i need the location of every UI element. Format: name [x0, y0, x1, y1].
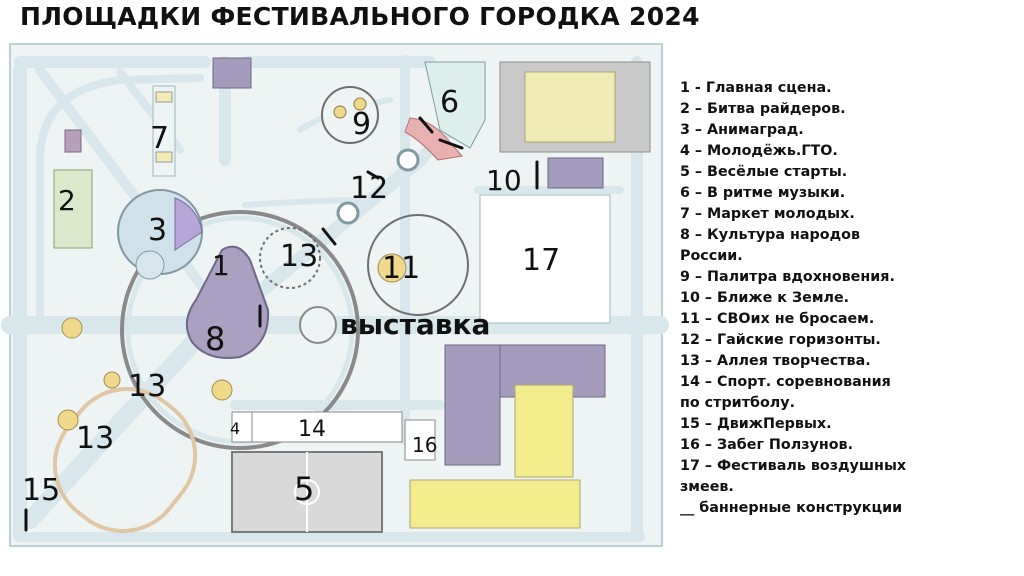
legend-item: 15 – ДвижПервых.: [680, 416, 832, 432]
roundabout-1: [336, 201, 360, 225]
legend-item: змеев.: [680, 479, 734, 495]
legend-item: 9 – Палитра вдохновения.: [680, 269, 895, 285]
zone-16-booth: [404, 419, 436, 461]
central-ring: [120, 210, 360, 450]
label-13-middle: 13: [128, 369, 166, 404]
zone-4-gto: [231, 411, 253, 443]
label-14: 14: [298, 417, 326, 442]
zone-2-field: [53, 169, 93, 249]
zone-6-music: [404, 61, 486, 161]
label-10: 10: [486, 164, 522, 197]
building-top-right: [524, 71, 616, 143]
legend-item: 2 – Битва райдеров.: [680, 101, 846, 117]
legend-item: 14 – Спорт. соревнования: [680, 374, 891, 390]
label-8: 8: [205, 320, 225, 358]
zone-11-ring: [367, 214, 469, 316]
roundabout-2: [396, 148, 420, 172]
label-13-center: 13: [280, 239, 318, 274]
legend-item: России.: [680, 248, 743, 264]
map-labels: 1 2 3 4 5 6 7 8 9 10 11 12 13 13 13 14 1…: [22, 85, 560, 508]
zone-17-field: [479, 194, 611, 324]
label-1: 1: [212, 249, 230, 282]
legend-item: 17 – Фестиваль воздушных: [680, 458, 907, 474]
legend-item: 16 – Забег Ползунов.: [680, 437, 853, 453]
zone-14-courts: [231, 411, 403, 443]
label-16: 16: [412, 433, 437, 457]
legend-item: 3 – Анимаград.: [680, 122, 804, 138]
building-top: [212, 57, 252, 89]
label-5: 5: [294, 470, 314, 508]
label-11: 11: [382, 251, 420, 286]
building-yellow-bottom: [409, 479, 581, 529]
label-7: 7: [150, 121, 169, 156]
zone-7-market: [152, 85, 176, 177]
zone-10-building: [547, 157, 604, 189]
legend-item: 5 – Весёлые старты.: [680, 164, 848, 180]
legend-item: 10 – Ближе к Земле.: [680, 290, 850, 306]
label-12: 12: [350, 171, 388, 206]
label-3: 3: [148, 213, 167, 248]
legend-item: 11 – СВОих не бросаем.: [680, 311, 875, 327]
label-exhibition: выставка: [340, 308, 490, 341]
label-2: 2: [58, 184, 76, 217]
zone-3-animagrad: [117, 189, 203, 280]
legend-item: по стритболу.: [680, 395, 796, 411]
booths: [57, 317, 233, 431]
label-17: 17: [522, 243, 560, 278]
football-center-circle: [294, 479, 320, 505]
legend-item: 13 – Аллея творчества.: [680, 353, 871, 369]
zone-13-ring: [259, 227, 321, 289]
label-6: 6: [440, 85, 459, 120]
zone-11-tent: [377, 253, 407, 283]
legend-item: 1 - Главная сцена.: [680, 80, 832, 96]
banner-structures: [24, 116, 539, 532]
legend-item: __ баннерные конструкции: [680, 500, 903, 516]
zone-2-booth: [64, 129, 82, 153]
legend-item: 4 – Молодёжь.ГТО.: [680, 143, 838, 159]
legend-item: 6 – В ритме музыки.: [680, 185, 846, 201]
zone-9-tent: [353, 97, 367, 111]
zone-9-tent: [333, 105, 347, 119]
legend-item: 7 – Маркет молодых.: [680, 206, 855, 222]
festival-map: 1 2 3 4 5 6 7 8 9 10 11 12 13 13 13 14 1…: [1, 43, 669, 547]
legend: 1 - Главная сцена. 2 – Битва райдеров. 3…: [680, 78, 1020, 519]
page-title: ПЛОЩАДКИ ФЕСТИВАЛЬНОГО ГОРОДКА 2024: [20, 2, 700, 31]
fountain-ring: [299, 306, 337, 344]
building-right-wing: [444, 344, 501, 466]
label-13-lower: 13: [76, 421, 114, 456]
legend-item: 12 – Гайские горизонты.: [680, 332, 881, 348]
label-15: 15: [22, 473, 60, 508]
legend-item: 8 – Культура народов: [680, 227, 861, 243]
label-4: 4: [230, 419, 240, 438]
label-9: 9: [352, 107, 371, 142]
zone-1-main-stage: [185, 245, 270, 359]
building-yellow-right: [514, 384, 574, 478]
